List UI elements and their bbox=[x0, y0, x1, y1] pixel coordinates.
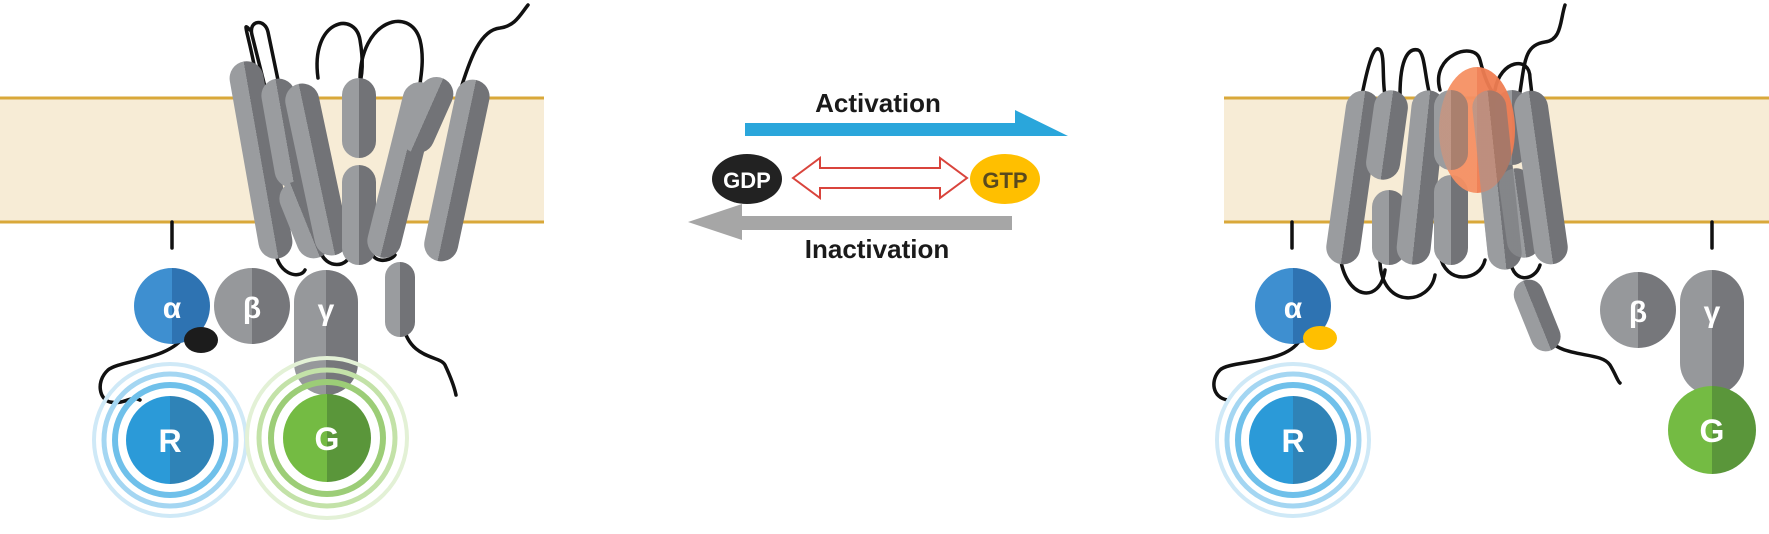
left-g-label: G bbox=[315, 421, 340, 457]
gtp-label: GTP bbox=[982, 168, 1027, 193]
left-alpha-label: α bbox=[163, 292, 182, 325]
left-beta-label: β bbox=[243, 292, 261, 325]
right-state: α R β γ G bbox=[1212, 3, 1769, 518]
left-gdp-bound bbox=[184, 327, 218, 353]
right-beta-gamma: β γ bbox=[1600, 270, 1744, 395]
gdp-label: GDP bbox=[723, 168, 771, 193]
right-r-label: R bbox=[1281, 423, 1304, 459]
right-reporter-r: R bbox=[1215, 362, 1371, 518]
center-cycle: Activation GDP GTP Inactivation bbox=[688, 88, 1068, 264]
right-receptor-helices bbox=[1326, 67, 1568, 352]
left-receptor-helices bbox=[229, 61, 490, 337]
left-r-label: R bbox=[158, 423, 181, 459]
left-beta-subunit bbox=[214, 268, 290, 344]
right-beta-subunit bbox=[1600, 272, 1676, 348]
gdp-badge bbox=[712, 154, 782, 204]
left-gamma-label: γ bbox=[318, 294, 335, 327]
right-gtp-bound bbox=[1303, 326, 1337, 350]
right-g-label: G bbox=[1700, 413, 1725, 449]
left-g-protein: α β γ bbox=[134, 268, 358, 395]
activation-arrow bbox=[745, 110, 1068, 136]
gtp-badge bbox=[970, 154, 1040, 204]
activation-label: Activation bbox=[815, 88, 941, 118]
right-alpha-label: α bbox=[1284, 292, 1303, 325]
inactivation-label: Inactivation bbox=[805, 234, 949, 264]
left-reporter-r: R bbox=[92, 362, 248, 518]
exchange-arrow bbox=[791, 156, 969, 200]
right-gamma-subunit bbox=[1680, 270, 1744, 395]
right-beta-label: β bbox=[1629, 296, 1647, 329]
right-alpha-complex: α bbox=[1255, 268, 1337, 350]
right-reporter-g: G bbox=[1668, 386, 1756, 474]
right-gamma-label: γ bbox=[1704, 296, 1721, 329]
left-gamma-subunit bbox=[294, 270, 358, 395]
left-state: α β γ R G bbox=[0, 3, 544, 520]
left-reporter-g: G bbox=[245, 356, 409, 520]
right-alpha-subunit bbox=[1255, 268, 1331, 344]
left-alpha-subunit bbox=[134, 268, 210, 344]
